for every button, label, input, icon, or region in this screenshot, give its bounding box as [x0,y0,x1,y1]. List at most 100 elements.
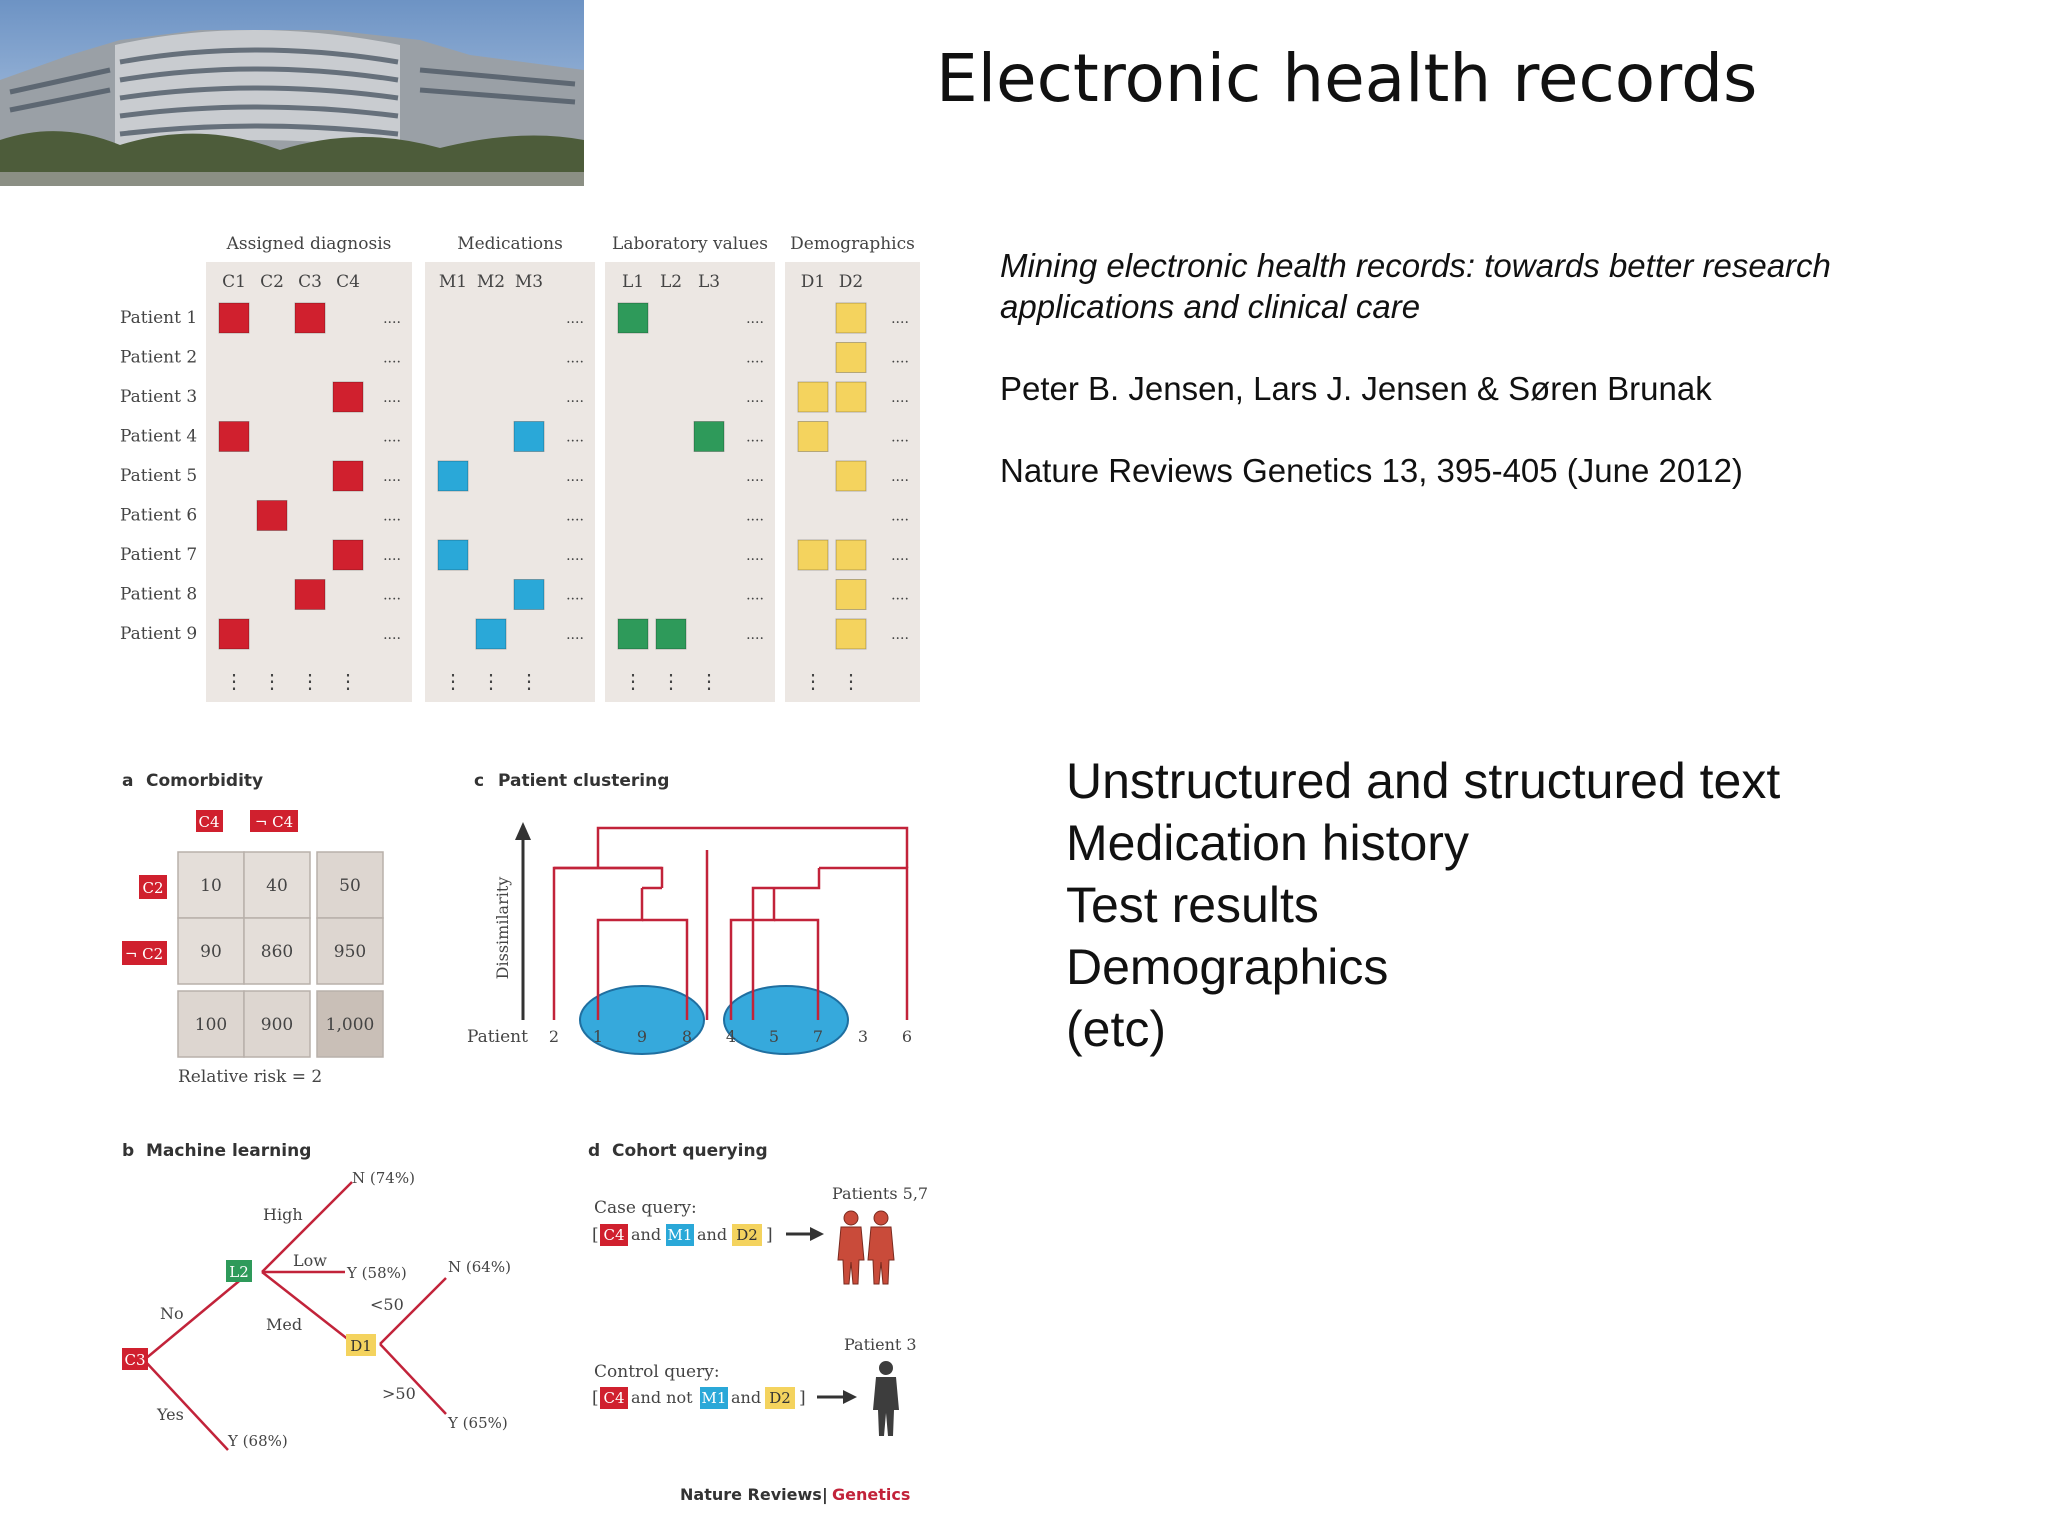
column-ellipsis: ⋮ [262,669,282,693]
row-ellipsis: .... [746,627,764,643]
building-photo [0,0,584,186]
leaf-label: 3 [858,1027,868,1046]
row-ellipsis: .... [566,469,584,485]
query-term: M1 [702,1389,727,1407]
leaf-label: 1 [593,1027,603,1046]
edge-label: >50 [382,1384,416,1403]
row-label: C2 [142,879,163,897]
row-ellipsis: .... [383,627,401,643]
query-term-d2 [765,1387,795,1409]
matrix-cell [218,421,250,452]
not-c2-tag [122,941,167,965]
query-term-c4 [600,1387,628,1409]
row-ellipsis: .... [891,627,909,643]
patient-label: Patient 6 [120,506,197,526]
matrix-cell [835,618,867,650]
row-ellipsis: .... [891,588,909,604]
row-ellipsis: .... [891,469,909,485]
row-ellipsis: .... [383,548,401,564]
query-term-m1 [700,1387,728,1409]
arrow-head [843,1390,857,1404]
column-ellipsis: ⋮ [481,669,501,693]
edge-label: Yes [156,1405,184,1424]
column-ellipsis: ⋮ [623,669,643,693]
control-result: Patient 3 [844,1335,917,1354]
patient-label: Patient 5 [120,466,197,486]
column-header: M1 [439,272,467,292]
cell-value: 40 [266,876,288,896]
node-label: D1 [350,1337,372,1355]
cell [177,851,245,919]
column-ellipsis: ⋮ [803,669,823,693]
column-ellipsis: ⋮ [661,669,681,693]
group-header: Laboratory values [612,234,768,254]
decision-tree [143,1181,447,1451]
query-term: M1 [668,1226,693,1244]
row-ellipsis: .... [746,430,764,446]
d1-node [346,1334,376,1356]
column-header: C2 [260,272,284,292]
bullet-item: Medication history [1066,815,1469,871]
matrix-cell [835,302,867,334]
matrix-cell [513,421,545,452]
cell-value: 860 [261,942,293,962]
row-ellipsis: .... [746,469,764,485]
row-ellipsis: .... [891,509,909,525]
leaf-label: N (64%) [448,1258,511,1276]
matrix-cell [617,302,649,334]
bullet-list: Unstructured and structured text Medicat… [1066,750,1780,1060]
bullet-item: Test results [1066,877,1319,933]
panel-letter: b [122,1141,134,1161]
column-header: M3 [515,272,543,292]
ylabel: Dissimilarity [493,877,512,980]
cell [243,990,311,1058]
matrix-cell [218,302,250,334]
matrix-cell [332,539,364,571]
c3-node [122,1348,148,1370]
column-header: C4 [336,272,360,292]
leaf-label: 5 [769,1027,779,1046]
matrix-cell [294,579,326,610]
row-ellipsis: .... [891,430,909,446]
column-header: D1 [801,272,825,292]
panel-machine-learning: b Machine learning C3 L2 D1 No Yes High … [122,1141,511,1451]
matrix-cell [835,579,867,610]
query-word: and not [631,1388,693,1407]
cell [316,851,384,919]
cell-value: 1,000 [326,1015,375,1035]
reference-title: Mining electronic health records: toward… [1000,247,1831,325]
bullet-item: Demographics [1066,939,1389,995]
matrix-cell [617,618,649,650]
cluster-ellipse [723,985,849,1055]
row-ellipsis: .... [566,390,584,406]
column-ellipsis: ⋮ [224,669,244,693]
row-ellipsis: .... [566,588,584,604]
row-ellipsis: .... [891,548,909,564]
panel-cohort-querying: d Cohort querying Case query: [ C4 and M… [588,1141,928,1436]
patient-label: Patient 4 [120,427,197,447]
slide-title: Electronic health records [936,40,1758,117]
panel-title: Patient clustering [498,771,669,791]
matrix-cell [218,618,250,650]
matrix-cell [835,342,867,373]
cell [316,917,384,985]
cell [316,990,384,1058]
column-header: C3 [298,272,322,292]
panel-letter: d [588,1141,600,1161]
not-c4-tag [250,810,298,832]
column-ellipsis: ⋮ [338,669,358,693]
matrix-cell [835,460,867,492]
panel-title: Machine learning [146,1141,311,1161]
edge-label: <50 [370,1295,404,1314]
control-query-label: Control query: [594,1362,720,1382]
column-ellipsis: ⋮ [443,669,463,693]
patient-label: Patient 7 [120,545,197,565]
row-ellipsis: .... [746,588,764,604]
arrow-head [810,1227,824,1241]
panel-letter: c [474,771,484,791]
node-label: C3 [124,1351,145,1369]
matrix-cell [332,381,364,413]
c2-tag [139,875,167,899]
leaf-label: Y (58%) [346,1264,407,1282]
